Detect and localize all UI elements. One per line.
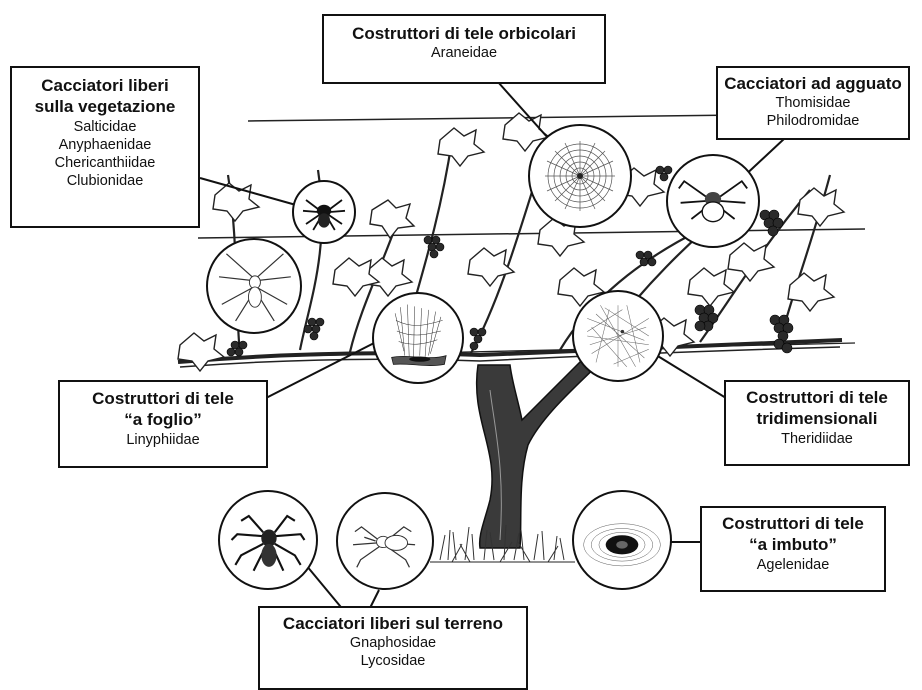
family-gnaphosidae: Gnaphosidae <box>349 635 437 652</box>
label-funnel-weavers: Costruttori di tele “a imbuto” Agelenida… <box>700 506 886 592</box>
family-philodromidae: Philodromidae <box>766 113 860 130</box>
connector-lines <box>199 81 786 619</box>
connector-tangle <box>647 349 727 399</box>
label-ground-hunters: Cacciatori liberi sul terreno Gnaphosida… <box>258 606 528 690</box>
tangle-web-icon <box>587 305 649 367</box>
grass <box>430 524 575 563</box>
orb-web-icon <box>545 141 615 211</box>
family-thomisidae: Thomisidae <box>775 95 851 112</box>
connector-orb <box>497 81 549 139</box>
family-chericanthiidae: Chericanthiidae <box>54 154 156 171</box>
label-sheet-weavers: Costruttori di tele “a foglio” Linyphiid… <box>58 380 268 468</box>
sheet-weavers-title-line2: “a foglio” <box>124 410 202 430</box>
family-araneidae: Araneidae <box>430 45 498 62</box>
sheet-weavers-title-line1: Costruttori di tele <box>92 389 234 408</box>
funnel-web-icon <box>583 523 661 567</box>
family-theridiidae: Theridiidae <box>781 430 853 447</box>
tangle-web-vignette <box>572 290 664 382</box>
vine-trunk <box>475 349 612 549</box>
family-agelenidae: Agelenidae <box>756 556 830 573</box>
tangle-weavers-title-line1: Costruttori di tele <box>746 388 888 407</box>
label-tangle-weavers: Costruttori di tele tridimensionali Ther… <box>724 380 910 466</box>
family-linyphiidae: Linyphiidae <box>126 431 200 448</box>
family-salticidae: Salticidae <box>73 118 137 135</box>
ambush-hunters-title: Cacciatori ad agguato <box>724 74 902 93</box>
long-legged-spider-vignette <box>206 238 302 334</box>
label-foliage-hunters: Cacciatori liberi sulla vegetazione Salt… <box>10 66 200 228</box>
funnel-web-vignette <box>572 490 672 590</box>
label-ambush-hunters: Cacciatori ad agguato Thomisidae Philodr… <box>716 66 910 140</box>
label-orb-weavers: Costruttori di tele orbicolari Araneidae <box>322 14 606 84</box>
ground-spider-light-icon <box>352 526 416 568</box>
ground-spider-dark-icon <box>230 514 306 572</box>
vine-leaves <box>177 112 846 373</box>
family-lycosidae: Lycosidae <box>360 653 426 670</box>
orb-weavers-title: Costruttori di tele orbicolari <box>352 24 576 43</box>
family-anyphaenidae: Anyphaenidae <box>58 136 152 153</box>
sheet-web-icon <box>391 304 447 366</box>
orb-web-vignette <box>528 124 632 228</box>
funnel-weavers-title-line1: Costruttori di tele <box>722 514 864 533</box>
foliage-hunters-title-line2: sulla vegetazione <box>34 97 176 117</box>
ground-hunter-vignette <box>336 492 434 590</box>
funnel-weavers-title-line2: “a imbuto” <box>749 535 837 555</box>
tangle-weavers-title-line2: tridimensionali <box>756 409 878 429</box>
crab-spider-icon <box>678 179 748 223</box>
connector-sheet <box>265 339 381 399</box>
jumping-spider-vignette <box>292 180 356 244</box>
sheet-web-vignette <box>372 292 464 384</box>
running-spider-icon <box>218 253 291 322</box>
wolf-spider-vignette <box>218 490 318 590</box>
jumping-spider-icon <box>302 199 346 231</box>
foliage-hunters-title-line1: Cacciatori liberi <box>41 76 169 95</box>
family-clubionidae: Clubionidae <box>66 172 144 189</box>
crab-spider-vignette <box>666 154 760 248</box>
grape-bunches <box>226 165 794 357</box>
vine-cordon <box>177 338 843 364</box>
connector-foliage <box>199 177 297 206</box>
ground-hunters-title: Cacciatori liberi sul terreno <box>282 614 504 633</box>
